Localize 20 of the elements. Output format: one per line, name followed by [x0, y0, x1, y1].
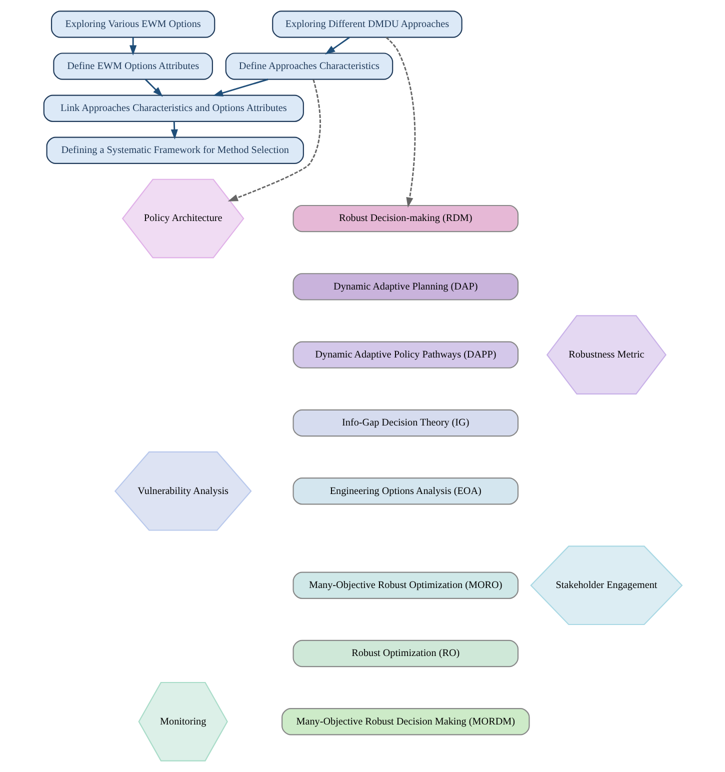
- node-box: Robust Decision-making (RDM): [292, 204, 518, 232]
- arrow: [144, 78, 162, 97]
- node-box: Define EWM Options Attributes: [52, 52, 212, 80]
- node-box: Define Approaches Characteristics: [224, 52, 393, 80]
- node-box: Exploring Various EWM Options: [50, 10, 215, 38]
- node-box: Many-Objective Robust Optimization (MORO): [292, 572, 518, 599]
- node-box: Engineering Options Analysis (EOA): [292, 478, 518, 505]
- node-box: Defining a Systematic Framework for Method Selection: [46, 136, 304, 164]
- arrow: [129, 37, 136, 56]
- node-box: Dynamic Adaptive Policy Pathways (DAPP): [292, 341, 518, 368]
- node-box: Many-Objective Robust Decision Making (MORDM): [281, 708, 530, 736]
- node-box: Link Approaches Characteristics and Options Attributes: [42, 94, 304, 122]
- arrow: [385, 36, 416, 208]
- arrow: [170, 121, 178, 140]
- node-box: Info-Gap Decision Theory (IG): [292, 409, 518, 437]
- node-box: Exploring Different DMDU Approaches: [272, 10, 462, 38]
- node-box: Robust Optimization (RO): [292, 640, 518, 668]
- arrow: [324, 36, 350, 55]
- node-box: Dynamic Adaptive Planning (DAP): [292, 273, 518, 300]
- arrow: [227, 79, 320, 202]
